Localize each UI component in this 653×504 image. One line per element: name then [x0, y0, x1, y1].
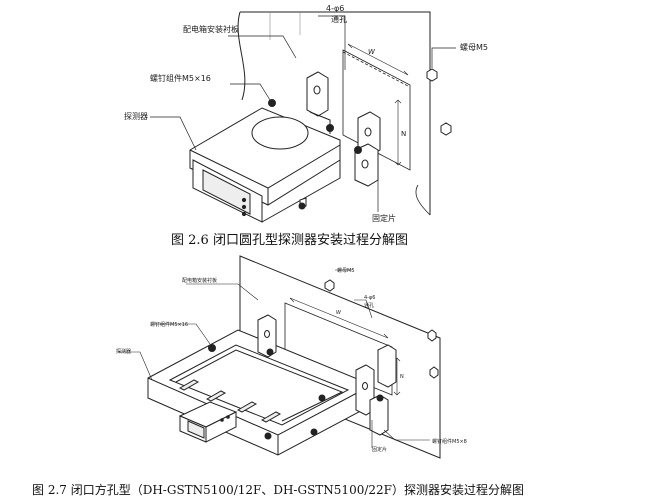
label-panel-2: 配电箱安装衬板 [182, 277, 217, 284]
figure-2-6-labels: 配电箱安装衬板 4-φ6 通孔 螺母M5 螺钉组件M5×16 探测器 固定片 W… [124, 4, 488, 223]
label-dim-w-2: W [336, 310, 342, 316]
screws-2 [208, 344, 384, 440]
label-dim-n-1: N [401, 130, 406, 138]
fixing-brackets-1 [306, 71, 381, 187]
label-through-hole-2: 通孔 [364, 302, 374, 309]
label-detector-1: 探测器 [124, 111, 148, 121]
figure-2-7-labels: 配电箱安装衬板 螺母M5 4-φ6 通孔 螺钉组件M5×16 探测器 固定片 螺… [116, 267, 467, 453]
label-dim-w-1: W [368, 48, 376, 56]
label-nut-1: 螺母M5 [460, 42, 488, 52]
figure-2-6-caption: 图 2.6 闭口圆孔型探测器安装过程分解图 [171, 233, 408, 248]
label-detector-2: 探测器 [116, 348, 131, 355]
label-screw-2: 螺钉组件M5×16 [150, 321, 188, 328]
label-nut-2: 螺母M5 [337, 267, 355, 274]
label-fixing-plate-2: 固定片 [372, 446, 387, 453]
detector-body-2 [147, 329, 373, 456]
label-through-hole-1: 通孔 [331, 14, 347, 24]
label-screw-1: 螺钉组件M5×16 [150, 73, 211, 83]
label-hole-spec-2: 4-φ6 [364, 295, 375, 301]
label-dim-n-2: N [400, 374, 404, 380]
label-hole-spec-1: 4-φ6 [326, 4, 344, 13]
nuts-2 [324, 279, 439, 379]
dimension-w-2 [289, 297, 389, 339]
figure-2-6-drawing [150, 11, 456, 223]
figure-2-7-drawing [118, 255, 441, 459]
through-hole-outline-2 [284, 302, 393, 396]
mounting-panel-1 [237, 11, 431, 216]
through-hole-outline-1 [342, 49, 411, 171]
detector-body-1 [189, 107, 341, 223]
fixing-brackets-2 [257, 314, 397, 436]
dimension-n-1 [394, 99, 402, 166]
leader-lines-2 [118, 269, 430, 448]
label-fixing-plate-1: 固定片 [372, 213, 396, 223]
leader-lines-1 [150, 15, 456, 212]
figure-2-7-caption: 图 2.7 闭口方孔型（DH-GSTN5100/12F、DH-GSTN5100/… [32, 483, 524, 497]
dimension-w-1 [347, 43, 409, 76]
nuts-1 [426, 68, 452, 136]
screws-1 [268, 99, 362, 210]
label-panel-1: 配电箱安装衬板 [183, 24, 239, 34]
label-screw-m5x8: 螺钉组件M5×8 [432, 438, 467, 445]
